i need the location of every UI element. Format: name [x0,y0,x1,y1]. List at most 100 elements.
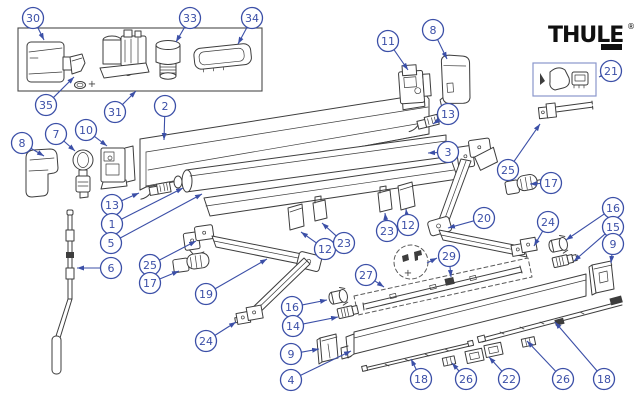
callout-number: 5 [108,237,115,250]
part-21-kit-frame [532,62,597,97]
callout-23: 23 [375,212,399,243]
callout-number: 14 [286,320,300,333]
callout-number: 12 [318,243,332,256]
part-23-clip-left [312,195,328,222]
callout-number: 30 [26,12,40,25]
part-21-fitting-kit [532,62,597,97]
callout-6: 6 [77,256,123,280]
part-18-mounting-rail-right [476,295,623,344]
callout-number: 23 [337,237,351,250]
thule-logo-text: THULE [548,23,623,48]
part-6-crank-rod [51,209,75,375]
part-23-clip-right [377,185,393,213]
callout-number: 18 [597,373,611,386]
callout-30: 30 [21,6,45,41]
callout-23: 23 [321,222,356,255]
callout-14: 14 [281,314,339,338]
part-24-wrist-joint-left [234,304,264,325]
callout-8: 8 [421,18,448,60]
kit-box-frame [17,27,263,92]
part-22-rail-brackets [464,341,504,365]
callout-17: 17 [138,270,180,295]
callout-number: 23 [380,225,394,238]
part-31-motor-assembly [99,29,150,79]
callout-number: 22 [502,373,516,386]
callout-number: 25 [501,164,515,177]
callout-number: 9 [288,348,295,361]
part-29-clip-installed [444,276,455,286]
callout-number: 34 [245,12,259,25]
callout-11: 11 [376,29,409,71]
callout-number: 7 [53,128,60,141]
callout-number: 27 [359,269,373,282]
part-17-gearbox-right [504,174,543,195]
callout-number: 11 [381,35,395,48]
plus-marker: + [404,268,412,279]
callout-number: 16 [606,202,620,215]
callout-17: 17 [529,171,563,195]
callout-number: 9 [610,238,617,251]
callout-13: 13 [100,192,140,217]
callout-7: 7 [44,122,76,152]
callout-33: 33 [175,6,202,43]
part-16-spool-right [548,235,569,254]
plus-marker: + [88,79,96,90]
callout-26: 26 [526,340,575,391]
callout-number: 24 [199,335,213,348]
callout-27: 27 [354,263,385,288]
part-24-wrist-joint-right [510,236,538,257]
callout-12: 12 [300,231,337,261]
callout-number: 13 [105,199,119,212]
part-14-ribbed-connector [336,304,360,320]
callout-number: 26 [459,373,473,386]
part-shoulder-bracket-right [455,137,498,171]
callout-number: 6 [108,262,115,275]
part-13-cable-connector-right [408,113,440,133]
callout-10: 10 [74,118,108,147]
callout-18: 18 [409,358,433,391]
callout-16: 16 [565,196,625,241]
callout-number: 21 [604,65,618,78]
callout-3: 3 [427,140,460,164]
callout-number: 1 [109,218,116,231]
callout-number: 18 [414,373,428,386]
callout-8: 8 [10,131,45,157]
callout-number: 2 [162,100,169,113]
callout-24: 24 [194,321,237,353]
brand-logo: THULE ® [548,22,635,50]
callout-29: 29 [437,244,461,278]
callout-number: 3 [445,146,452,159]
callout-number: 19 [199,288,213,301]
callout-22: 22 [488,356,521,391]
callout-13: 13 [432,102,460,126]
callout-number: 33 [183,12,197,25]
part-16-spool-left [328,287,349,306]
callout-number: 25 [143,259,157,272]
part-20-spring-arm-right [427,158,528,258]
part-19-spring-arm-left [211,235,323,320]
callout-number: 35 [39,99,53,112]
callout-number: 26 [556,373,570,386]
logo-sub-bar [601,44,622,50]
callout-number: 20 [477,212,491,225]
callout-25: 25 [138,240,197,277]
callout-25: 25 [496,123,541,182]
callout-number: 17 [544,177,558,190]
part-9-end-plate-right [588,260,615,296]
callout-number: 15 [606,221,620,234]
callout-12: 12 [396,208,420,237]
callout-number: 13 [441,108,455,121]
callout-15: 15 [573,215,625,262]
callout-31: 31 [103,90,137,124]
part-15-ribbed-connector [551,253,578,269]
part-18-mounting-rail-left [361,339,475,372]
callout-4: 4 [279,350,352,392]
callout-21: 21 [598,59,623,83]
part-10-drive-bracket-left [100,145,136,190]
part-9-end-plate-left [316,333,339,365]
callout-number: 17 [143,277,157,290]
callout-number: 31 [108,106,122,119]
